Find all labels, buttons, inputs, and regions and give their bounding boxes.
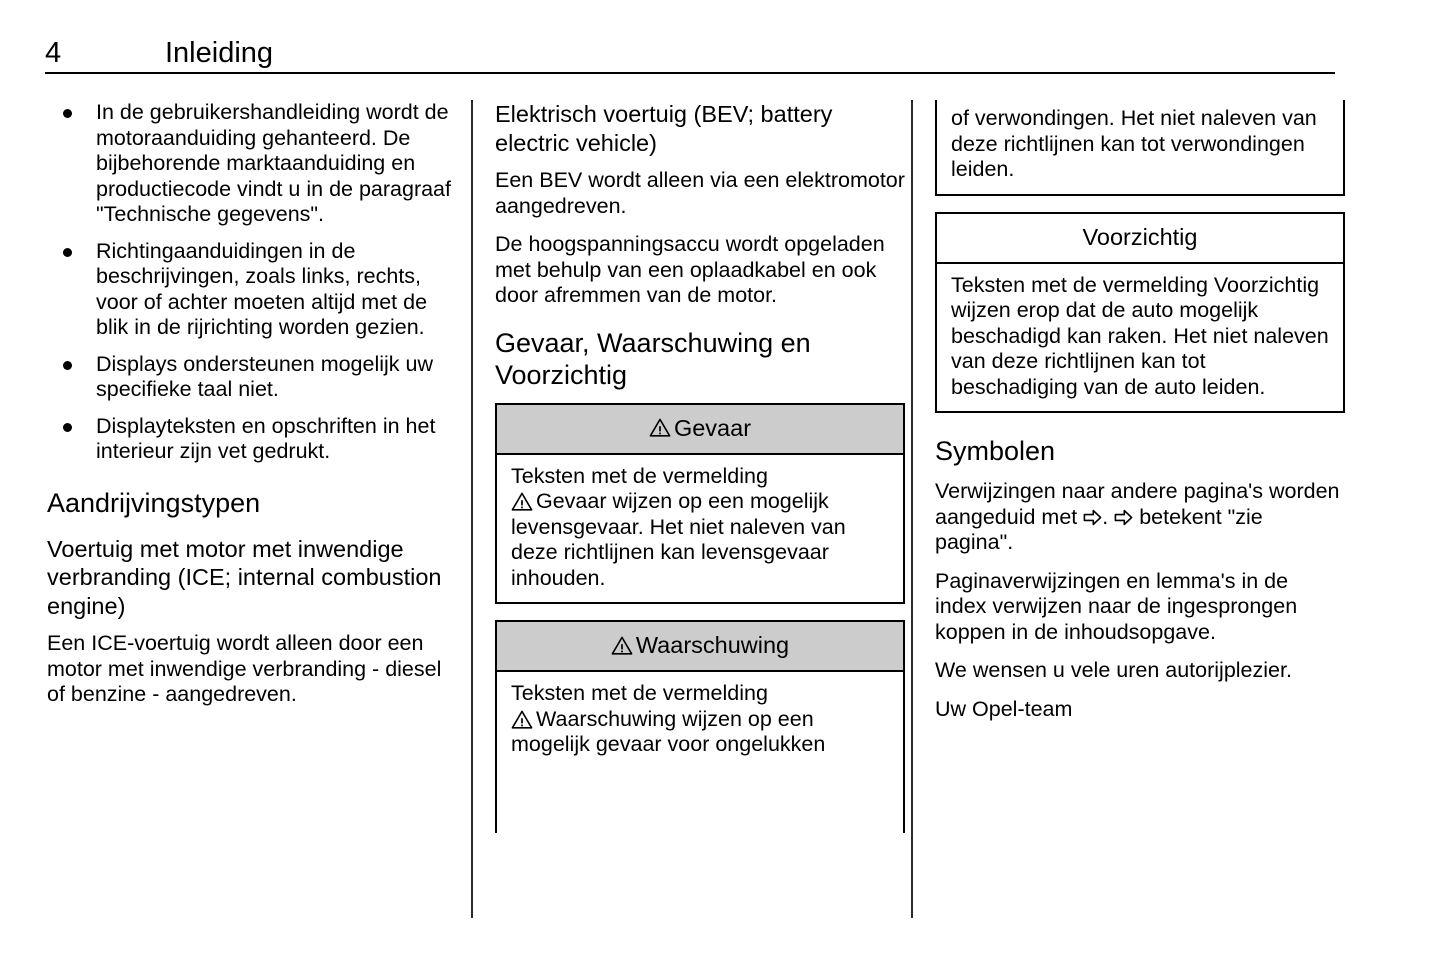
warning-triangle-icon — [511, 492, 534, 511]
symbols-lead-text: Verwijzingen naar andere pagina's worden… — [935, 479, 1340, 529]
notice-title-warning: Waarschuwing — [635, 632, 790, 658]
warning-triangle-icon — [649, 418, 671, 437]
notice-title-caution: Voorzichtig — [1082, 223, 1198, 250]
list-item-text: Displays ondersteunen mogelijk uw specif… — [96, 351, 434, 402]
subheading-bev-vehicle: Elektrisch voertuig (BEV; battery electr… — [495, 101, 833, 156]
paragraph-bev-2: De hoogspanningsaccu wordt opgeladen met… — [495, 232, 885, 307]
list-item: Richtingaanduidingen in de beschrijvinge… — [47, 239, 457, 341]
notice-box-danger: Gevaar Teksten met de vermelding Gevaar … — [495, 402, 905, 604]
paragraph-bev-1: Een BEV wordt alleen via een elektromoto… — [495, 168, 905, 218]
bullet-dot-icon — [63, 422, 72, 432]
notice-header-caution: Voorzichtig — [937, 213, 1343, 264]
column-middle: Elektrisch voertuig (BEV; battery electr… — [495, 100, 905, 849]
paragraph-signature: Uw Opel-team — [935, 696, 1073, 721]
list-item: In de gebruikershandleiding wordt de mot… — [47, 100, 457, 228]
page-header: 4 Inleiding — [45, 36, 1335, 72]
notice-body-rest: wijzen op een mogelijk levensgevaar. Het… — [511, 489, 846, 590]
bullet-dot-icon — [63, 109, 72, 118]
bullet-dot-icon — [63, 360, 72, 370]
list-item-text: Richtingaanduidingen in de beschrijvinge… — [96, 238, 428, 340]
section-heading-gevaar-waarschuwing-voorzichtig: Gevaar, Waarschuwing en Voorzichtig — [495, 327, 811, 390]
section-heading-symbolen: Symbolen — [935, 436, 1056, 466]
intro-bullet-list: In de gebruikershandleiding wordt de mot… — [47, 100, 457, 465]
symbols-tail-text: betekent "zie pagina". — [935, 504, 1263, 555]
notice-body-warning-continued: of verwondingen. Het niet naleven van de… — [951, 106, 1317, 181]
chapter-title: Inleiding — [165, 37, 274, 69]
notice-body-term: Gevaar — [536, 489, 607, 513]
subheading-ice-vehicle: Voertuig met motor met inwendige verbran… — [47, 535, 442, 619]
paragraph-ice-description: Een ICE-voertuig wordt alleen door een m… — [47, 631, 442, 706]
notice-body-term: Waarschuwing — [536, 706, 677, 731]
column-divider-right — [911, 100, 913, 918]
paragraph-closing-wish: We wensen u vele uren autorijplezier. — [935, 658, 1292, 682]
notice-body-lead: Teksten met de vermelding — [511, 463, 768, 488]
list-item-text: In de gebruikershandleiding wordt de mot… — [96, 100, 451, 226]
notice-body-lead: Teksten met de vermelding — [511, 681, 768, 705]
hollow-right-arrow-icon — [1114, 509, 1133, 526]
bullet-dot-icon — [63, 247, 72, 257]
section-heading-aandrijvingstypen: Aandrijvingstypen — [47, 487, 261, 518]
column-right: of verwondingen. Het niet naleven van de… — [935, 100, 1345, 735]
header-divider-rule — [45, 72, 1335, 74]
page-number: 4 — [45, 37, 62, 69]
column-left: In de gebruikershandleiding wordt de mot… — [47, 100, 457, 721]
paragraph-index-references: Paginaverwijzingen en lemma's in de inde… — [935, 568, 1298, 644]
notice-title-danger: Gevaar — [673, 414, 752, 441]
notice-box-warning-continuation: of verwondingen. Het niet naleven van de… — [935, 100, 1345, 196]
notice-header-warning: Waarschuwing — [497, 622, 903, 672]
notice-header-danger: Gevaar — [497, 404, 903, 455]
notice-box-warning: Waarschuwing Teksten met de vermelding W… — [495, 620, 905, 833]
notice-body-danger: Teksten met de vermelding Gevaar wijzen … — [497, 455, 903, 603]
list-item-text: Displayteksten en opschriften in het int… — [96, 413, 436, 464]
warning-triangle-icon — [611, 636, 633, 655]
notice-box-caution: Voorzichtig Teksten met de vermelding Vo… — [935, 211, 1345, 413]
list-item: Displayteksten en opschriften in het int… — [47, 414, 457, 465]
paragraph-symbols-explanation: Verwijzingen naar andere pagina's worden… — [935, 479, 1345, 556]
notice-body-caution: Teksten met de vermelding Voorzichtig wi… — [951, 272, 1329, 399]
warning-triangle-icon — [511, 710, 534, 729]
notice-body-warning: Teksten met de vermelding Waarschuwing w… — [497, 672, 903, 833]
notice-body-rest: wijzen op een mogelijk gevaar voor ongel… — [511, 706, 826, 757]
list-item: Displays ondersteunen mogelijk uw specif… — [47, 352, 457, 403]
symbols-mid-text: . — [1102, 504, 1109, 529]
hollow-right-arrow-icon — [1083, 509, 1102, 526]
column-divider-left — [471, 100, 473, 918]
